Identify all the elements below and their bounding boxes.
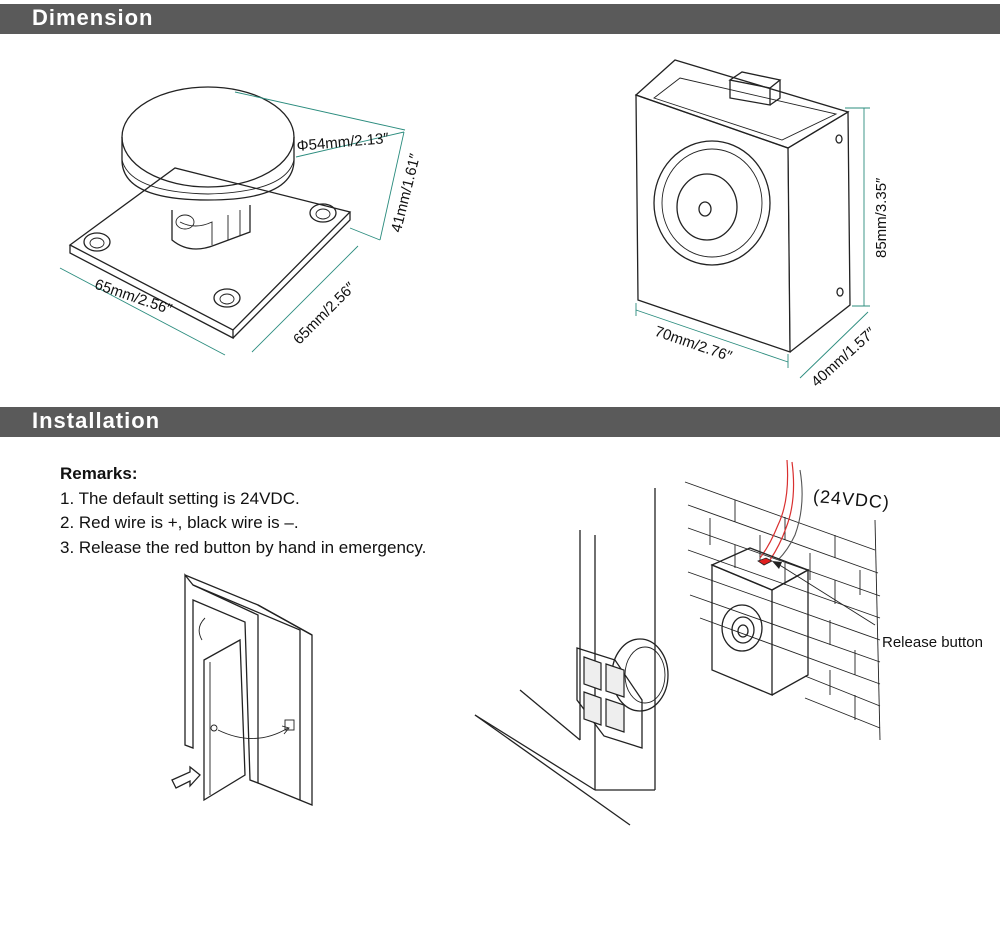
wall-mount-illustration	[474, 488, 669, 826]
dimension-title: Dimension	[32, 5, 154, 30]
remarks-title: Remarks:	[60, 464, 138, 483]
release-button-label: Release button	[882, 634, 983, 651]
electromagnet-box-drawing	[634, 59, 870, 379]
remark-item: 3. Release the red button by hand in eme…	[60, 537, 427, 557]
remarks-block: Remarks: 1. The default setting is 24VDC…	[60, 462, 426, 560]
installation-section-header: Installation	[0, 407, 1000, 437]
remark-item: 1. The default setting is 24VDC.	[60, 488, 300, 508]
installation-title: Installation	[32, 408, 161, 433]
door-illustration	[171, 573, 313, 806]
remark-item: 2. Red wire is +, black wire is –.	[60, 513, 299, 532]
dimension-section-header: Dimension	[0, 4, 1000, 34]
box-height-label: 85mm/3.35″	[873, 177, 890, 258]
armature-plate-drawing	[59, 86, 406, 356]
brick-wall-illustration	[684, 459, 881, 741]
